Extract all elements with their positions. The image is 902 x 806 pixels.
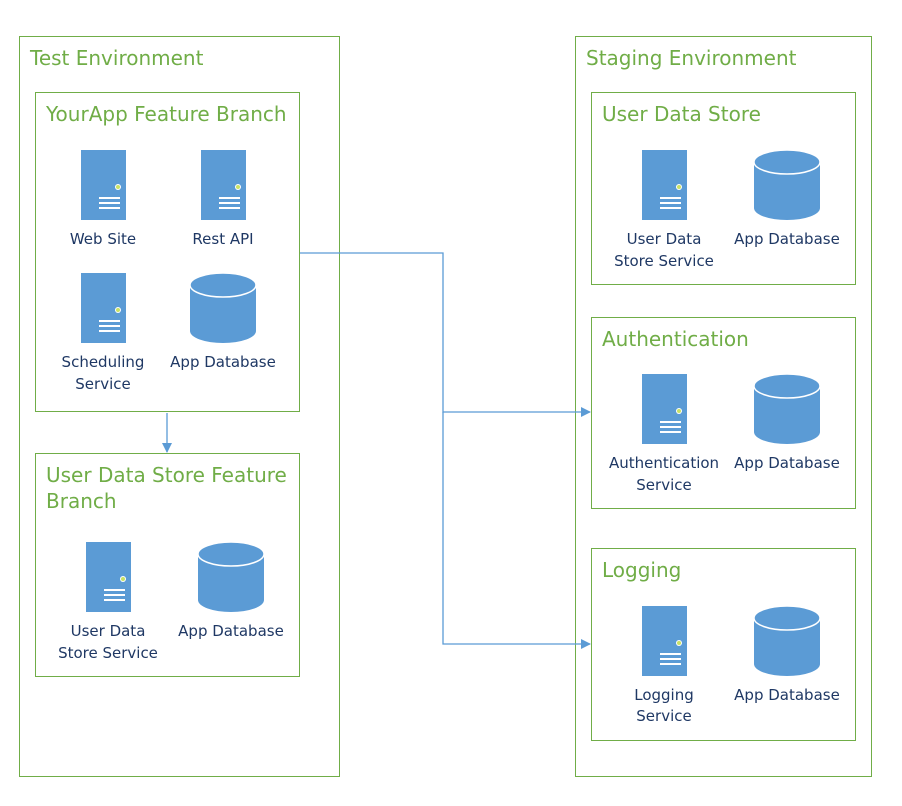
user-data-store-title: User Data Store xyxy=(602,102,761,126)
user-data-store-app-database-label: App Database xyxy=(734,230,840,248)
rest-api-label: Rest API xyxy=(192,230,254,248)
web-site-label: Web Site xyxy=(69,230,137,248)
yourapp-feature-branch-group: YourApp Feature Branch xyxy=(35,92,300,412)
yourapp-app-database-label: App Database xyxy=(170,353,276,371)
scheduling-service-label-line2: Service xyxy=(75,375,131,393)
user-data-store-service-label-line1: User Data xyxy=(626,230,702,248)
logging-server-icon xyxy=(642,606,687,676)
logging-service-label-line2: Service xyxy=(636,707,692,725)
rest-api-to-logging-connector xyxy=(442,412,591,649)
staging-environment-title: Staging Environment xyxy=(586,46,797,70)
authentication-app-database-label: App Database xyxy=(734,454,840,472)
web-site-server-icon xyxy=(81,150,126,220)
scheduling-service-server-icon xyxy=(81,273,126,343)
uds-feature-branch-title-line2: Branch xyxy=(46,489,117,513)
uds-feature-app-database-icon xyxy=(198,542,264,612)
authentication-service-label-line1: Authentication xyxy=(608,454,720,472)
user-data-store-app-database-icon xyxy=(754,150,820,220)
logging-app-database-icon xyxy=(754,606,820,676)
uds-feature-server-icon xyxy=(86,542,131,612)
authentication-service-label-line2: Service xyxy=(636,476,692,494)
logging-app-database-label: App Database xyxy=(734,686,840,704)
yourapp-feature-branch-title: YourApp Feature Branch xyxy=(46,102,287,126)
uds-feature-service-label-line2: Store Service xyxy=(58,644,158,662)
logging-service-label-line1: Logging xyxy=(634,686,694,704)
rest-api-to-authentication-connector xyxy=(300,252,591,417)
uds-feature-app-database-label: App Database xyxy=(178,622,284,640)
yourapp-app-database-icon xyxy=(190,273,256,343)
test-environment-title: Test Environment xyxy=(30,46,204,70)
user-data-store-server-icon xyxy=(642,150,687,220)
user-data-store-service-label-line2: Store Service xyxy=(614,252,714,270)
authentication-title: Authentication xyxy=(602,327,749,351)
authentication-server-icon xyxy=(642,374,687,444)
authentication-app-database-icon xyxy=(754,374,820,444)
uds-feature-service-label-line1: User Data xyxy=(70,622,146,640)
rest-api-server-icon xyxy=(201,150,246,220)
scheduling-service-label-line1: Scheduling xyxy=(61,353,145,371)
uds-feature-branch-title-line1: User Data Store Feature xyxy=(46,463,287,487)
logging-title: Logging xyxy=(602,558,682,582)
user-data-store-feature-branch-group: User Data Store Feature Branch xyxy=(35,453,300,677)
